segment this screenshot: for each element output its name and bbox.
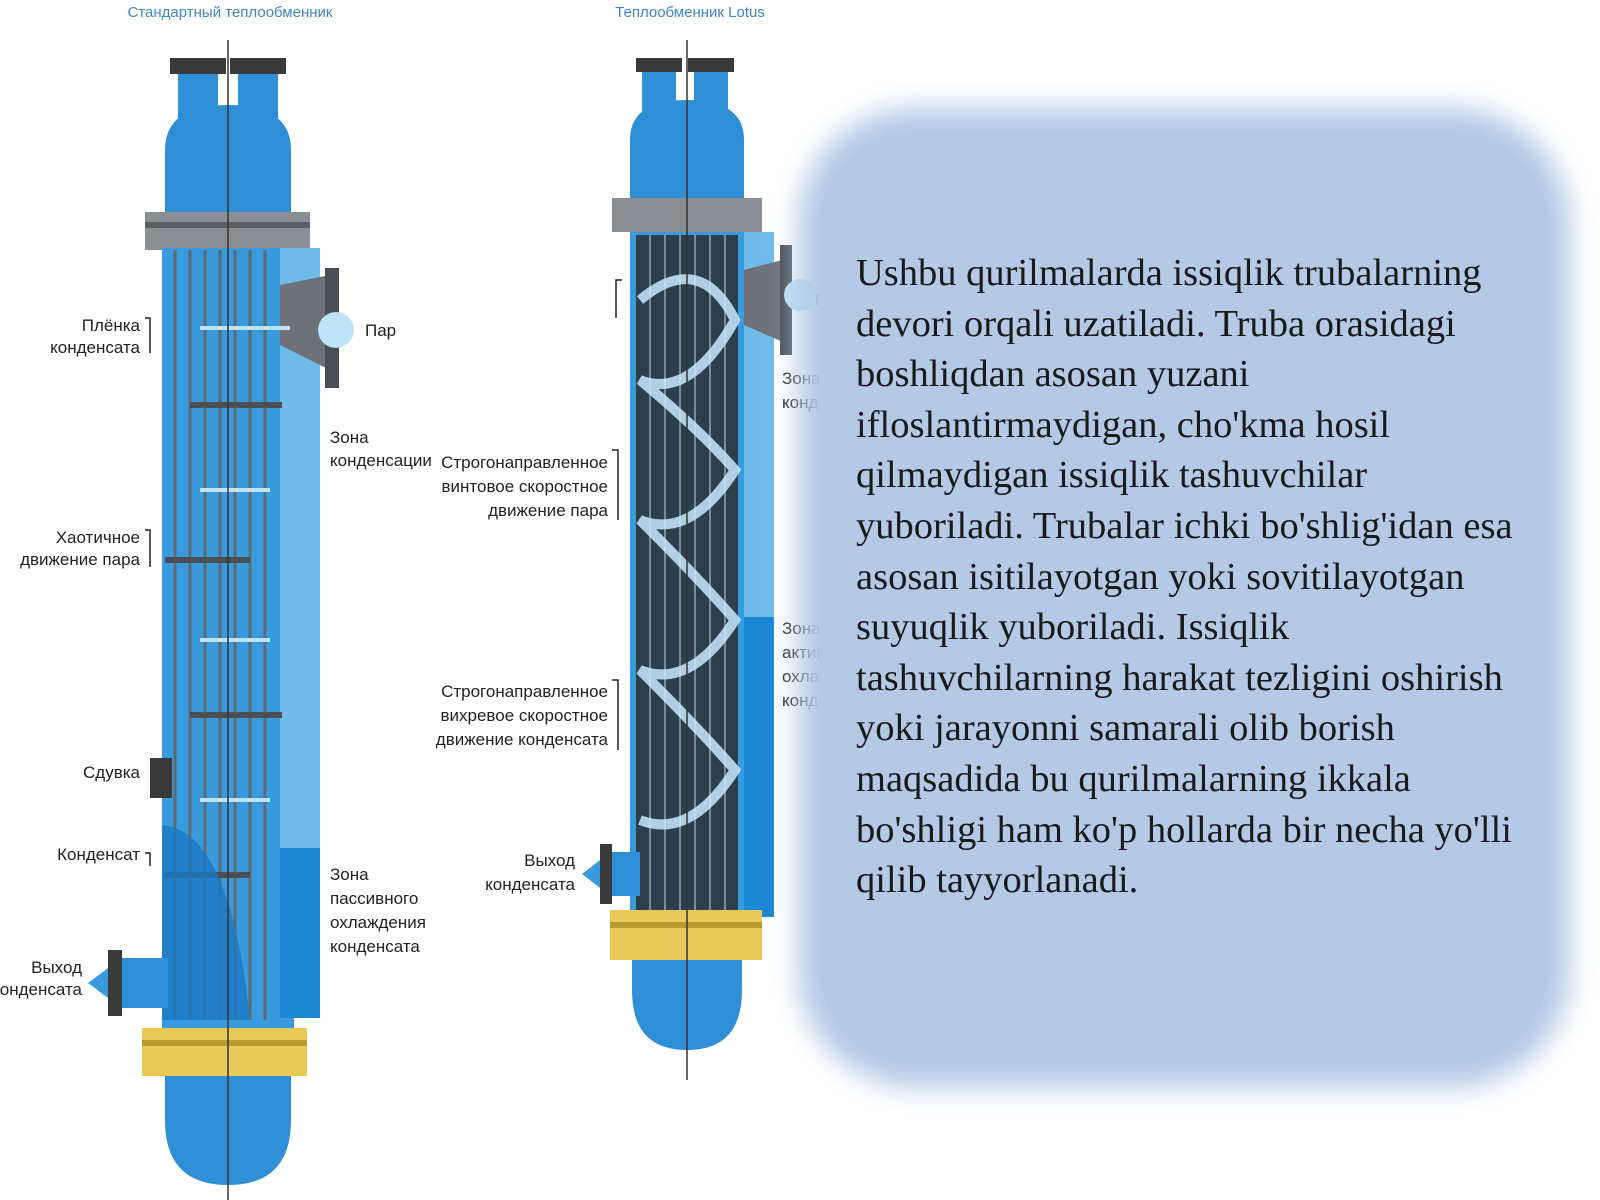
- label-blowdown: Сдувка: [83, 763, 141, 782]
- steam-icon: [318, 312, 354, 348]
- label-screw-steam: Строгонаправленное: [441, 453, 608, 472]
- spiral-flow: [636, 274, 742, 830]
- label-film: Плёнка: [82, 316, 141, 335]
- heat-exchanger-diagrams: Стандартный теплообменник Теплообменник …: [0, 4, 837, 1200]
- passive-cooling-zone: [280, 848, 320, 1018]
- condensate-outlet: [118, 958, 168, 1008]
- label-passive-zone: Зона: [330, 865, 369, 884]
- nozzle-flange: [230, 58, 286, 74]
- standard-exchanger: [88, 40, 354, 1200]
- label-screw-steam: винтовое скоростное: [441, 477, 608, 496]
- lotus-exchanger: [582, 40, 816, 1080]
- standard-exchanger-labels: Плёнка конденсата Пар Зона конденсации Х…: [0, 316, 432, 999]
- condensate-outlet: [610, 852, 640, 896]
- caption-lotus-exchanger: Теплообменник Lotus: [615, 4, 765, 21]
- text-panel: [820, 130, 1548, 1065]
- label-condensation-zone: конденсации: [330, 451, 432, 470]
- steam-inlet: [744, 258, 790, 345]
- label-passive-zone: конденсата: [330, 937, 420, 956]
- label-vortex-condensate: вихревое скоростное: [441, 706, 609, 725]
- label-active-zone-cut: охлаж: [782, 667, 831, 686]
- active-cooling-zone: [744, 617, 774, 917]
- label-condensate-outlet: Выход: [31, 958, 82, 977]
- label-condensate: Конденсат: [57, 845, 140, 864]
- label-condensate-outlet: конденсата: [0, 980, 83, 999]
- label-vortex-condensate: движение конденсата: [436, 730, 609, 749]
- label-zone-cut: Зона: [782, 369, 821, 388]
- label-active-zone-cut: Зона: [782, 619, 821, 638]
- label-active-zone-cut: конде: [782, 691, 828, 710]
- bottom-flange: [610, 910, 762, 960]
- nozzle-flange: [170, 58, 226, 74]
- label-condensate-outlet: конденсата: [485, 875, 575, 894]
- blowdown-valve: [150, 758, 172, 798]
- label-film: конденсата: [50, 338, 140, 357]
- label-screw-steam: движение пара: [488, 501, 608, 520]
- label-chaotic-steam: движение пара: [20, 550, 140, 569]
- caption-standard-exchanger: Стандартный теплообменник: [128, 4, 333, 21]
- label-condensation-zone: Зона: [330, 428, 369, 447]
- label-chaotic-steam: Хаотичное: [56, 528, 140, 547]
- label-passive-zone: охлаждения: [330, 913, 426, 932]
- label-passive-zone: пассивного: [330, 889, 418, 908]
- steam-icon: [784, 279, 816, 311]
- outlet-arrow: [88, 968, 108, 998]
- label-zone-cut: конде: [782, 393, 828, 412]
- steam-inlet: [280, 275, 330, 370]
- bottom-flange: [142, 1028, 307, 1076]
- label-steam: Пар: [365, 321, 396, 340]
- panel-text: Ushbu qurilmalarda issiqlik trubalarning…: [856, 252, 1513, 902]
- outlet-arrow: [582, 860, 600, 888]
- label-condensate-outlet: Выход: [524, 851, 575, 870]
- label-vortex-condensate: Строгонаправленное: [441, 682, 608, 701]
